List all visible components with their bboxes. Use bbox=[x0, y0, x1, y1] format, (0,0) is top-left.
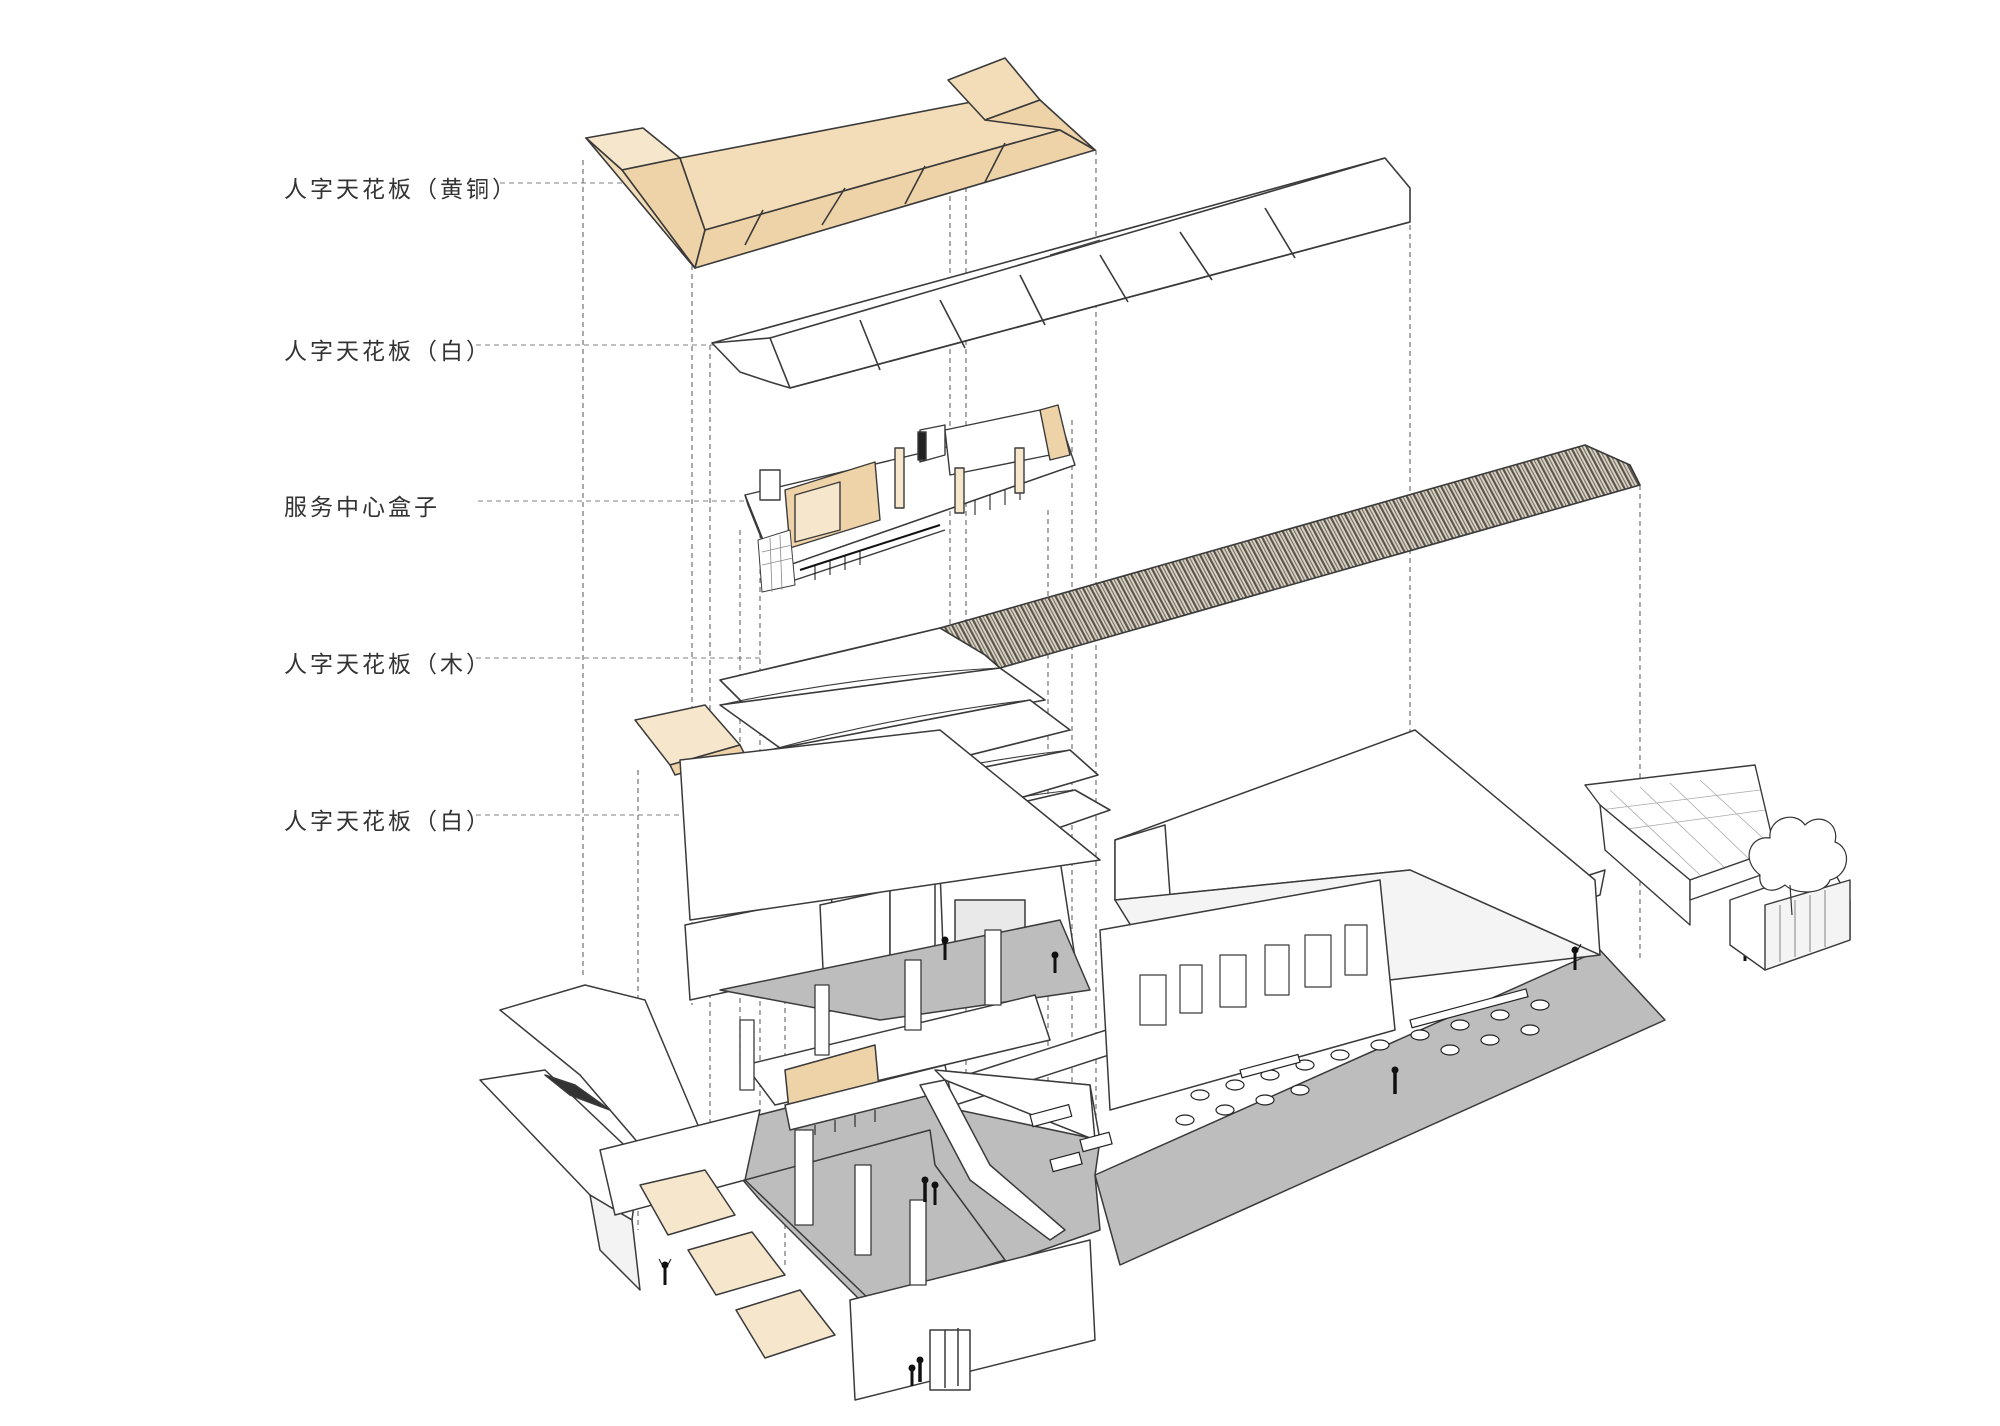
label-ceiling-wood: 人字天花板（木） bbox=[284, 652, 492, 678]
label-ceiling-white-upper: 人字天花板（白） bbox=[284, 339, 492, 365]
label-ceiling-brass: 人字天花板（黄铜） bbox=[284, 177, 518, 203]
label-service-box: 服务中心盒子 bbox=[284, 495, 440, 521]
label-ceiling-white-lower: 人字天花板（白） bbox=[284, 809, 492, 835]
white-ceiling-upper bbox=[711, 157, 1411, 389]
terrace-furniture bbox=[1029, 988, 1550, 1173]
ground-floor bbox=[479, 729, 1666, 1401]
brass-ceiling bbox=[585, 57, 1096, 269]
right-pavilion bbox=[1584, 764, 1851, 971]
service-box-floating bbox=[744, 404, 1076, 593]
